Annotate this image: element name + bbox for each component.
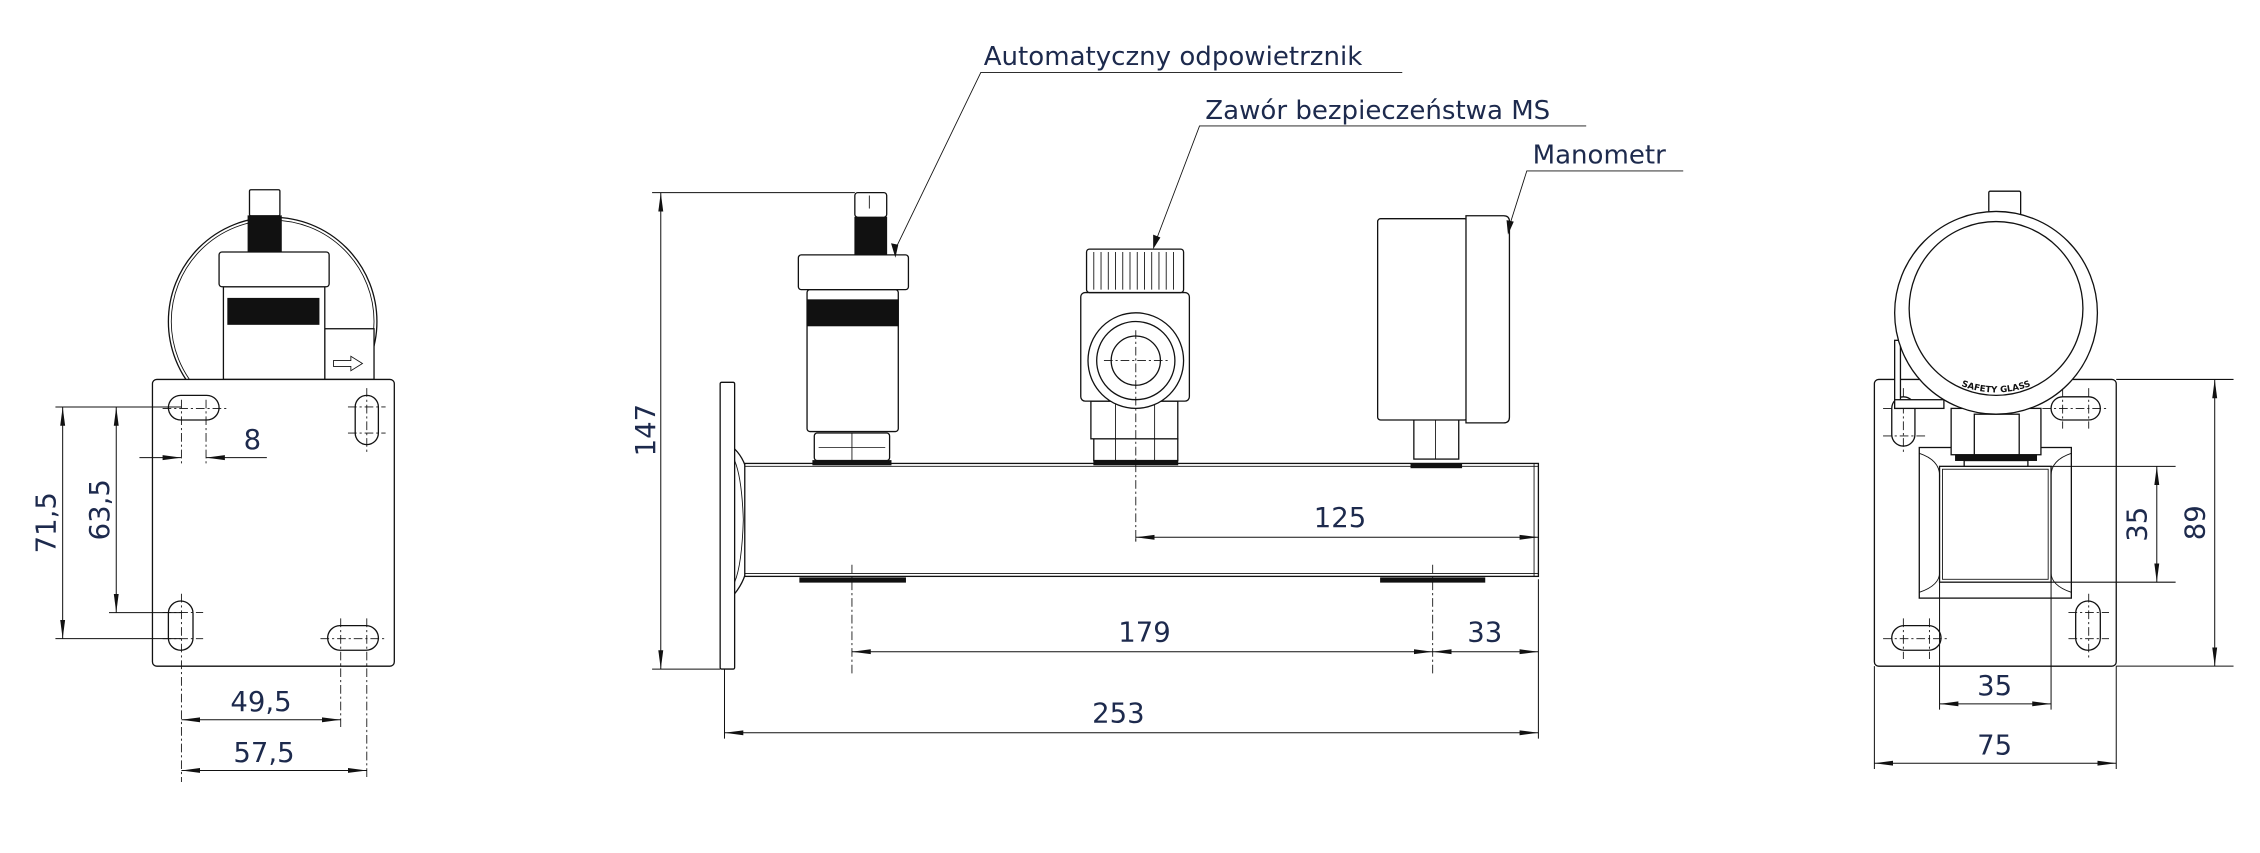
label-safety-valve: Zawór bezpieczeństwa MS — [1205, 96, 1550, 126]
dim-plate-height: 89 — [2180, 505, 2212, 540]
safety-valve — [1080, 248, 1191, 539]
right-side-view: SAFETY GLASS 35 89 35 75 — [1873, 190, 2234, 770]
dim-length-total: 253 — [1092, 698, 1145, 730]
dim-slot-length: 8 — [244, 424, 261, 456]
label-air-vent: Automatyczny odpowietrznik — [984, 42, 1363, 72]
dim-height-inner: 63,5 — [84, 479, 116, 540]
dim-valve-to-end: 125 — [1314, 502, 1367, 534]
pressure-gauge — [1376, 215, 1511, 469]
callouts: Automatyczny odpowietrznik Zawór bezpiec… — [891, 42, 1684, 258]
dim-plate-width: 75 — [1977, 730, 2012, 762]
dim-pipe-width: 35 — [1977, 670, 2012, 702]
left-side-view: 8 71,5 63,5 49,5 57,5 — [30, 189, 395, 783]
dim-mount-to-end: 33 — [1467, 617, 1502, 649]
dim-width-outer: 57,5 — [233, 737, 294, 769]
fittings — [1950, 407, 2042, 467]
gauge-front: SAFETY GLASS — [1894, 190, 2099, 415]
mounting-plate — [151, 378, 395, 667]
manifold-pipe — [744, 462, 1540, 578]
dim-height-outer: 71,5 — [30, 492, 62, 553]
dim-height-total: 147 — [630, 404, 662, 457]
right-dimensions: 35 89 35 75 — [1873, 378, 2234, 770]
front-dimensions: 147 125 179 33 253 — [630, 192, 1539, 739]
left-dimensions: 8 71,5 63,5 49,5 57,5 — [30, 406, 367, 773]
mounting-slots — [162, 388, 386, 783]
front-view: Automatyczny odpowietrznik Zawór bezpiec… — [630, 42, 1684, 739]
label-gauge: Manometr — [1533, 141, 1666, 171]
dim-pipe-height: 35 — [2122, 507, 2154, 542]
dim-mount-spacing: 179 — [1118, 617, 1171, 649]
flow-arrow-icon — [333, 355, 364, 372]
flange-plate — [719, 381, 736, 670]
air-vent-side — [218, 189, 375, 381]
square-pipe-section — [1918, 446, 2072, 599]
dim-width-inner: 49,5 — [230, 686, 291, 718]
air-vent — [797, 191, 910, 466]
